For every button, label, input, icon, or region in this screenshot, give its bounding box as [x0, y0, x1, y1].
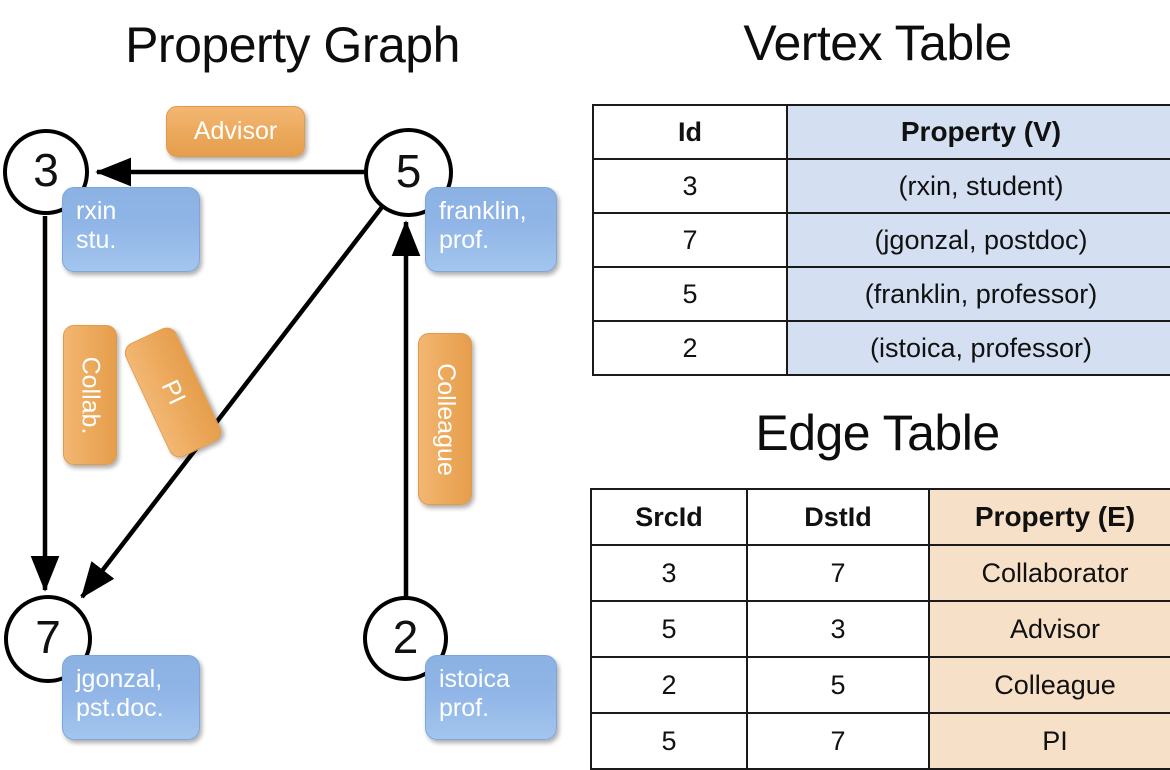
edge-row-3-property: PI	[928, 712, 1170, 770]
edge-row-2-srcid: 2	[590, 656, 748, 714]
edge-row-2-dstid: 5	[746, 656, 930, 714]
vertex-row-1-property: (jgonzal, postdoc)	[786, 212, 1170, 268]
graph-node-2[interactable]: 2	[363, 596, 448, 681]
vertex-row-0-property: (rxin, student)	[786, 158, 1170, 214]
table-row[interactable]: 3 7 Collaborator	[590, 544, 1170, 602]
edge-label-advisor-text: Advisor	[193, 117, 278, 145]
vertex-row-2-id: 5	[592, 266, 788, 322]
edge-row-2-property: Colleague	[928, 656, 1170, 714]
vertex-table: Id Property (V) 3 (rxin, student) 7 (jgo…	[592, 104, 1170, 376]
table-row[interactable]: 2 (istoica, professor)	[592, 320, 1170, 376]
edge-row-3-dstid: 7	[746, 712, 930, 770]
vertex-row-0-id: 3	[592, 158, 788, 214]
edge-row-0-dstid: 7	[746, 544, 930, 602]
edge-label-advisor: Advisor	[166, 106, 305, 157]
table-row[interactable]: 7 (jgonzal, postdoc)	[592, 212, 1170, 268]
edge-table: SrcId DstId Property (E) 3 7 Collaborato…	[590, 488, 1170, 770]
vertex-property-bubble-2-line2: prof.	[439, 694, 490, 722]
property-graph-title: Property Graph	[125, 17, 460, 73]
table-row[interactable]: 5 7 PI	[590, 712, 1170, 770]
vertex-property-bubble-3-line2: stu.	[76, 226, 117, 254]
edge-row-1-srcid: 5	[590, 600, 748, 658]
vertex-row-3-property: (istoica, professor)	[786, 320, 1170, 376]
vertex-row-2-property: (franklin, professor)	[786, 266, 1170, 322]
graph-node-7-label: 7	[35, 611, 61, 663]
vertex-table-header-id: Id	[592, 104, 788, 160]
edge-table-title: Edge Table	[755, 405, 1000, 461]
table-row[interactable]: 5 3 Advisor	[590, 600, 1170, 658]
vertex-table-title: Vertex Table	[743, 15, 1012, 71]
edge-table-header-property: Property (E)	[928, 488, 1170, 546]
edge-table-header-srcid: SrcId	[590, 488, 748, 546]
table-row[interactable]: 5 (franklin, professor)	[592, 266, 1170, 322]
vertex-row-3-id: 2	[592, 320, 788, 376]
vertex-property-bubble-5: franklin, prof.	[425, 187, 557, 272]
vertex-table-header-row: Id Property (V)	[592, 104, 1170, 160]
vertex-property-bubble-7-line2: pst.doc.	[76, 694, 164, 722]
edge-5-to-7-pi	[80, 205, 384, 599]
vertex-table-header-property: Property (V)	[786, 104, 1170, 160]
edge-row-0-srcid: 3	[590, 544, 748, 602]
edge-label-collab: Collab.	[63, 325, 117, 465]
graph-node-2-label: 2	[392, 610, 419, 663]
edge-label-pi-text: PI	[155, 375, 192, 409]
vertex-row-1-id: 7	[592, 212, 788, 268]
vertex-property-bubble-5-line1: franklin,	[439, 197, 527, 225]
edge-table-header-row: SrcId DstId Property (E)	[590, 488, 1170, 546]
edge-table-header-dstid: DstId	[746, 488, 930, 546]
vertex-property-bubble-7: jgonzal, pst.doc.	[62, 655, 200, 740]
edge-row-3-srcid: 5	[590, 712, 748, 770]
vertex-property-bubble-2-line1: istoica	[439, 665, 510, 693]
edge-row-1-dstid: 3	[746, 600, 930, 658]
table-row[interactable]: 2 5 Colleague	[590, 656, 1170, 714]
edge-label-collab-text: Collab.	[76, 356, 105, 434]
edge-label-colleague: Colleague	[418, 333, 472, 505]
graph-node-5-label: 5	[395, 144, 422, 197]
edge-row-1-property: Advisor	[928, 600, 1170, 658]
edge-label-colleague-text: Colleague	[431, 362, 460, 476]
table-row[interactable]: 3 (rxin, student)	[592, 158, 1170, 214]
graph-edges-canvas	[30, 157, 421, 599]
graph-node-5[interactable]: 5	[364, 128, 453, 217]
vertex-property-bubble-5-line2: prof.	[439, 226, 490, 254]
graph-node-3-label: 3	[33, 144, 59, 196]
vertex-property-bubble-2: istoica prof.	[425, 655, 557, 740]
vertex-property-bubble-3-line1: rxin	[76, 197, 117, 225]
vertex-property-bubble-7-line1: jgonzal,	[76, 665, 163, 693]
vertex-property-bubble-3: rxin stu.	[62, 187, 200, 272]
edge-row-0-property: Collaborator	[928, 544, 1170, 602]
